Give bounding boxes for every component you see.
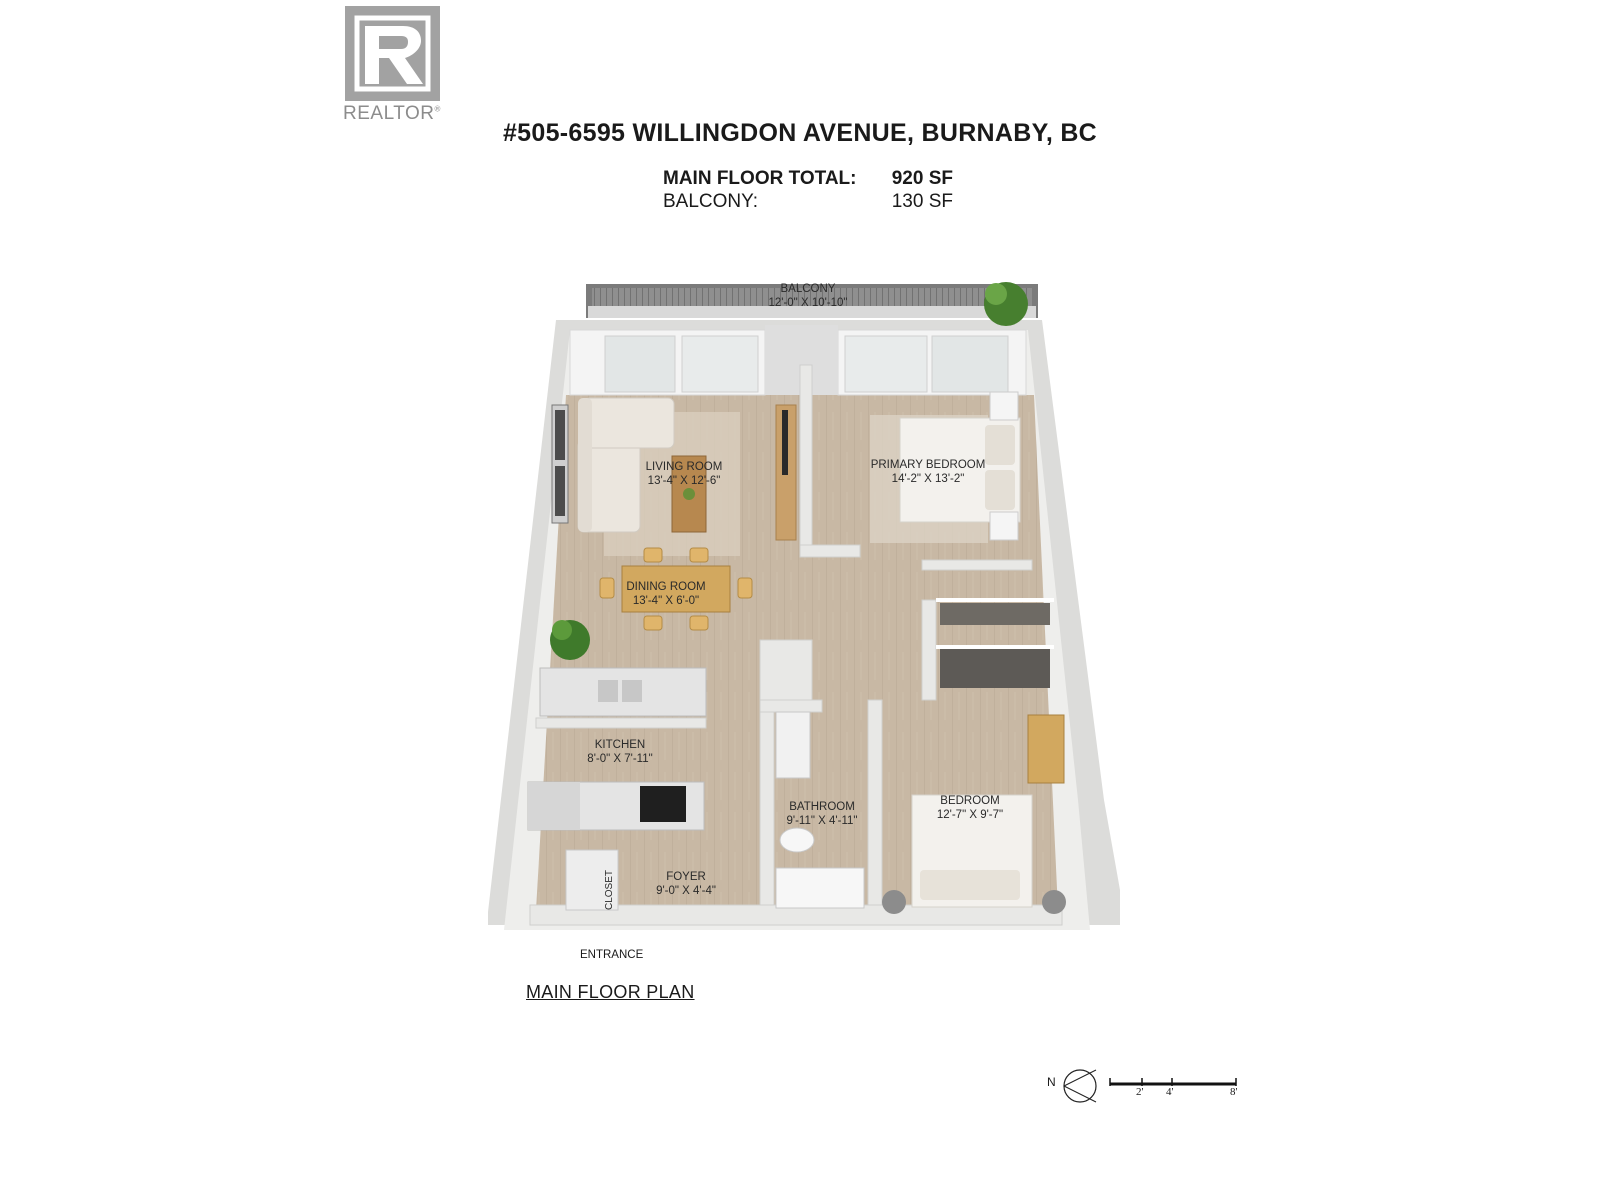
dining-set bbox=[599, 547, 753, 631]
foyer-label: FOYER bbox=[666, 871, 706, 883]
entrance-label: ENTRANCE bbox=[580, 949, 644, 961]
north-letter: N bbox=[1047, 1075, 1056, 1089]
window-wall bbox=[569, 325, 1027, 396]
balcony-area bbox=[586, 284, 1038, 318]
kitchen-label: KITCHEN bbox=[595, 739, 645, 751]
balcony-area-row: BALCONY: 130 SF bbox=[663, 191, 953, 213]
scale-bar bbox=[1109, 1078, 1237, 1086]
walk-in-closet bbox=[936, 598, 1065, 784]
balcony-label: BALCONY bbox=[781, 283, 836, 295]
balcony-area-value: 130 SF bbox=[891, 191, 953, 212]
television bbox=[782, 410, 788, 475]
room-labels: BALCONY 12'-0" X 10'-10" LIVING ROOM 13'… bbox=[587, 283, 1003, 910]
plant-dining bbox=[550, 620, 590, 660]
main-floor-total-value: 920 SF bbox=[891, 168, 953, 189]
foyer-dims: 9'-0" X 4'-4" bbox=[656, 885, 716, 897]
balcony-dims: 12'-0" X 10'-10" bbox=[768, 297, 847, 309]
kitchen-counters bbox=[527, 667, 707, 831]
realtor-logo bbox=[345, 6, 440, 101]
wall-art bbox=[551, 404, 569, 524]
bathroom-dims: 9'-11" X 4'-11" bbox=[787, 815, 858, 827]
main-floor-total-row: MAIN FLOOR TOTAL: 920 SF bbox=[663, 168, 953, 190]
bathroom-label: BATHROOM bbox=[789, 801, 855, 813]
bedroom-dims: 12'-7" X 9'-7" bbox=[937, 809, 1003, 821]
scale-label-4: 4' bbox=[1166, 1086, 1174, 1098]
living-room-label: LIVING ROOM bbox=[646, 461, 723, 473]
dining-room-label: DINING ROOM bbox=[626, 581, 705, 593]
plan-caption: MAIN FLOOR PLAN bbox=[526, 982, 695, 1002]
primary-bedroom-dims: 14'-2" X 13'-2" bbox=[892, 473, 965, 485]
main-floor-total-label: MAIN FLOOR TOTAL: bbox=[663, 168, 857, 189]
sofa bbox=[577, 397, 675, 533]
kitchen-dims: 8'-0" X 7'-11" bbox=[587, 753, 652, 765]
north-arrow-icon bbox=[1063, 1069, 1097, 1103]
balcony-area-label: BALCONY: bbox=[663, 191, 759, 212]
bathroom-fixtures bbox=[775, 711, 865, 909]
interior-walls bbox=[529, 364, 1063, 926]
primary-bed bbox=[899, 391, 1021, 541]
realtor-wordmark: REALTOR® bbox=[343, 103, 441, 124]
foyer-closet bbox=[565, 849, 619, 911]
dining-room-dims: 13'-4" X 6'-0" bbox=[633, 595, 699, 607]
scale-label-8: 8' bbox=[1230, 1086, 1238, 1098]
bedroom-label: BEDROOM bbox=[940, 795, 999, 807]
property-address: #505-6595 WILLINGDON AVENUE, BURNABY, BC bbox=[502, 119, 1098, 147]
bedroom-bed bbox=[882, 794, 1066, 914]
living-room-dims: 13'-4" X 12'-6" bbox=[648, 475, 721, 487]
scale-label-2: 2' bbox=[1136, 1086, 1144, 1098]
realtor-r-icon bbox=[345, 6, 440, 101]
coffee-table bbox=[671, 455, 707, 533]
plant-balcony bbox=[984, 282, 1028, 326]
closet-label: CLOSET bbox=[604, 870, 615, 910]
primary-bedroom-label: PRIMARY BEDROOM bbox=[871, 459, 986, 471]
